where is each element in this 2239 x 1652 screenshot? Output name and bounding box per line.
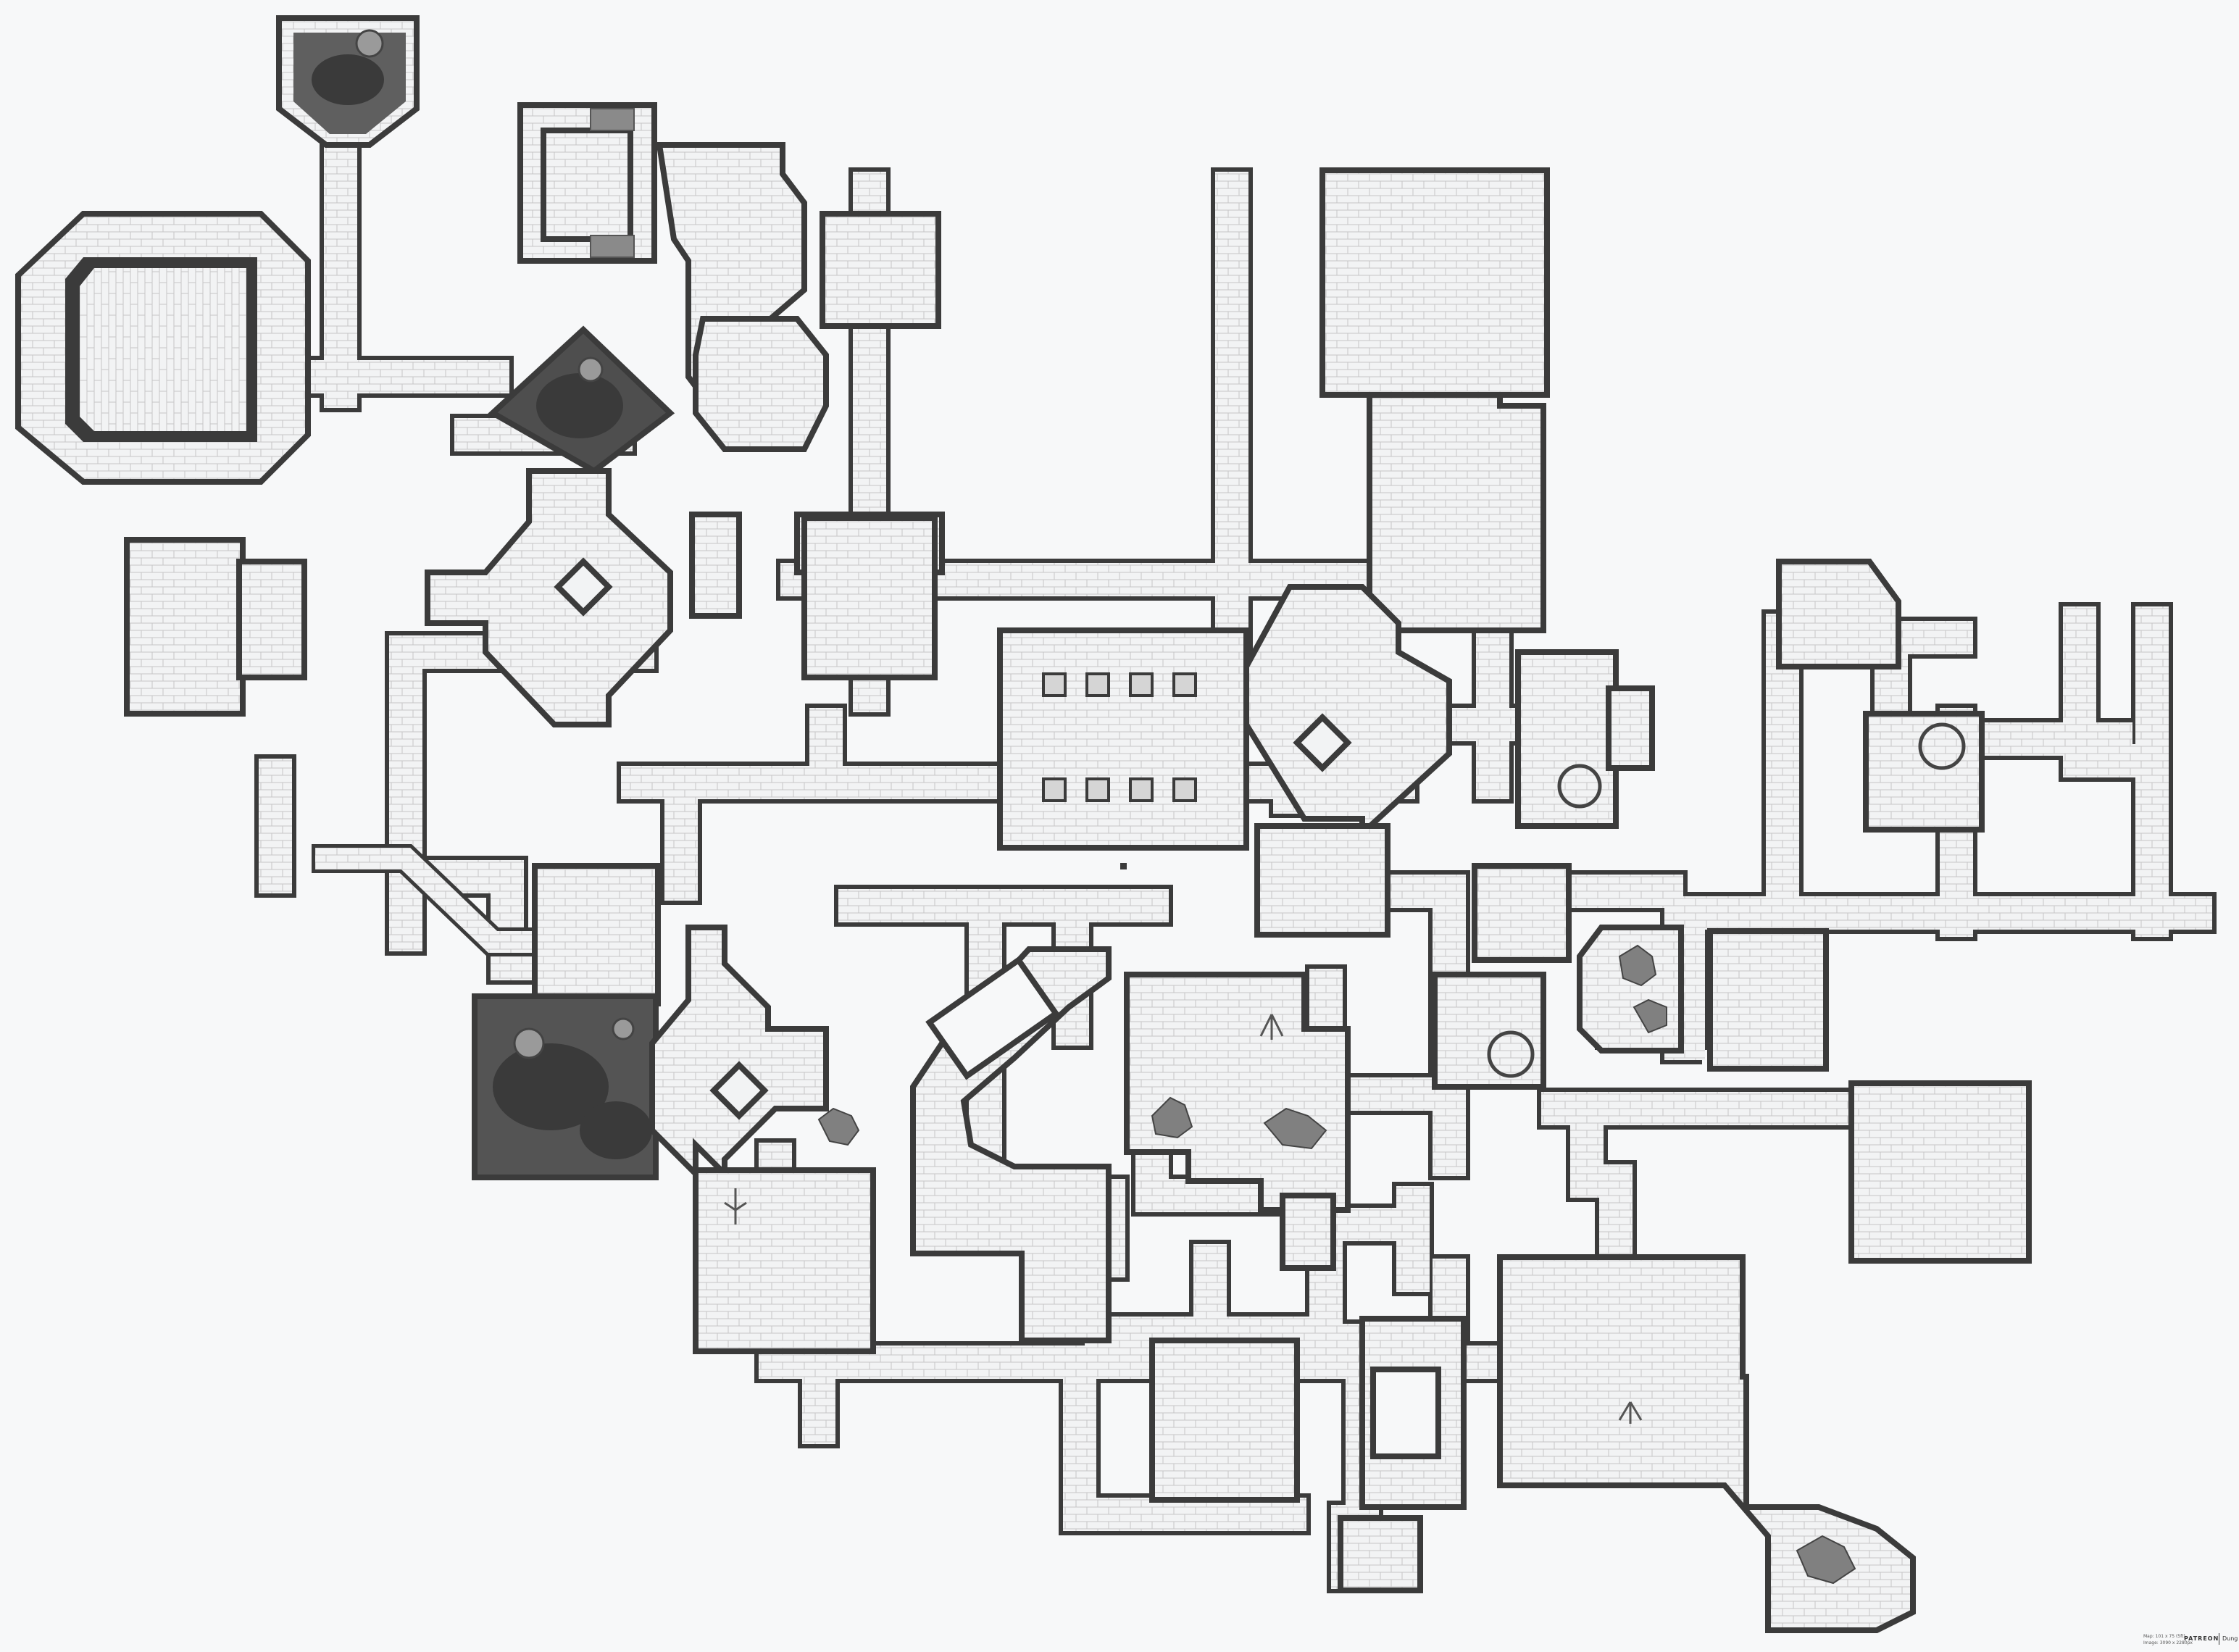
pillar-icon <box>1042 672 1197 802</box>
central-plaza-west <box>425 468 673 727</box>
pillar-hall <box>997 627 1249 851</box>
great-hall <box>1319 167 1550 398</box>
stairs-icon <box>590 108 635 131</box>
patreon-brand: PATREON <box>2184 1635 2219 1642</box>
nest-icon <box>1487 722 1966 1078</box>
rubble-icon <box>817 944 1856 1585</box>
bone-room-west <box>124 537 246 717</box>
map-meta-line2: Image: 3090 x 2280px <box>2143 1640 2193 1645</box>
cave-pool-icon <box>312 54 652 1159</box>
map-meta-line1: Map: 101 x 75 (5ft) <box>2143 1634 2185 1639</box>
crystal-cavern <box>1497 1254 1916 1633</box>
rock-pile-icon <box>355 29 635 1059</box>
storeroom-north <box>820 211 941 329</box>
storeroom-west <box>532 863 661 1006</box>
channel-name: DungeonChannel <box>2222 1635 2238 1642</box>
cluttered-room <box>693 316 829 452</box>
rooms <box>15 15 2032 1633</box>
central-plaza-south <box>649 925 829 1181</box>
nest-room-far-east <box>1863 711 1985 833</box>
centipede-chamber <box>693 1167 876 1354</box>
plants-icon <box>724 1014 1643 1424</box>
fern-chamber <box>1124 972 1351 1213</box>
map-meta: Map: 101 x 75 (5ft) Image: 3090 x 2280px <box>2143 1633 2201 1646</box>
